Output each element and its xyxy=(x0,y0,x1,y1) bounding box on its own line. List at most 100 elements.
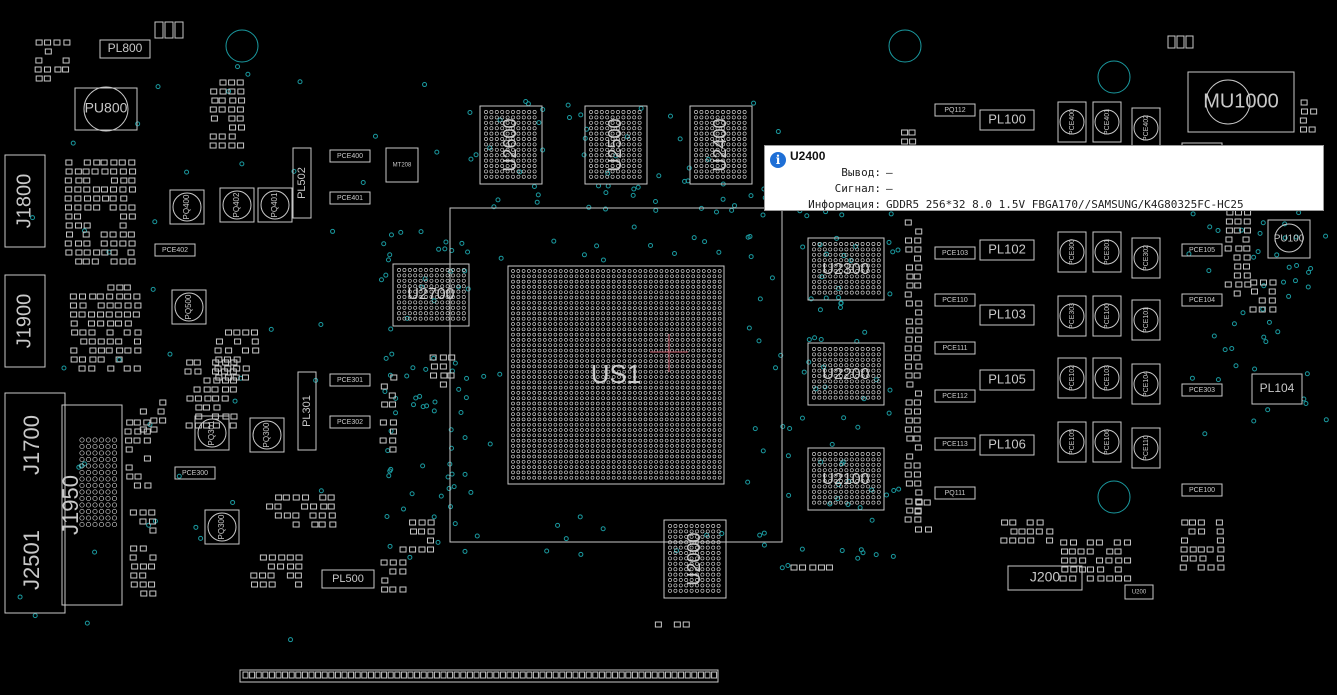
bga-ball xyxy=(606,322,611,326)
bga-ball xyxy=(812,452,816,456)
smd-pad xyxy=(139,426,147,433)
bga-ball xyxy=(691,454,696,459)
via xyxy=(677,136,683,142)
bga-ball xyxy=(617,322,621,326)
via xyxy=(1189,375,1195,381)
bga-ball xyxy=(648,290,653,295)
bga-ball xyxy=(701,269,706,273)
bga-ball xyxy=(822,395,827,400)
bga-ball xyxy=(680,422,685,427)
bga-ball xyxy=(434,300,439,305)
bga-ball xyxy=(822,390,827,395)
bga-ball xyxy=(98,443,105,450)
bga-ball xyxy=(434,284,439,289)
bga-ball xyxy=(511,164,515,168)
bga-ball xyxy=(451,273,455,278)
bga-ball xyxy=(817,347,822,351)
bga-ball xyxy=(670,449,674,454)
bga-ball xyxy=(484,120,488,125)
bga-ball xyxy=(680,343,685,348)
via xyxy=(631,224,637,230)
bga-ball xyxy=(654,274,658,279)
smd-pad xyxy=(407,671,414,679)
bga-ball xyxy=(701,295,706,300)
bga-ball xyxy=(866,479,870,483)
bga-ball xyxy=(542,412,547,416)
smd-pad xyxy=(1185,35,1194,49)
bga-ball xyxy=(675,316,680,321)
bga-ball xyxy=(664,369,669,374)
transistor-body xyxy=(1094,429,1120,455)
bga-ball xyxy=(712,311,717,316)
bga-ball xyxy=(871,384,876,389)
bga-ball xyxy=(670,295,674,300)
smd-pad xyxy=(913,462,921,469)
bga-ball xyxy=(680,459,685,464)
via xyxy=(410,365,416,371)
bga-ball xyxy=(654,475,658,480)
smd-pad xyxy=(1060,548,1068,555)
smd-pad xyxy=(1300,108,1308,115)
smd-pad xyxy=(218,133,226,140)
smd-pad xyxy=(123,284,131,291)
bga-ball xyxy=(684,545,689,550)
bga-ball xyxy=(553,385,558,390)
memory-chip-label: U2100 xyxy=(822,471,869,488)
bga-ball xyxy=(691,359,696,363)
bga-ball xyxy=(489,169,494,174)
bga-ball xyxy=(855,247,860,252)
bga-ball xyxy=(85,482,92,489)
smd-pad xyxy=(54,66,62,73)
bga-ball xyxy=(717,391,722,395)
bga-ball xyxy=(633,444,637,448)
bga-ball xyxy=(611,269,616,273)
bga-ball xyxy=(664,422,669,427)
smd-pad xyxy=(228,88,236,95)
bga-ball xyxy=(505,137,510,141)
bga-ball xyxy=(876,479,881,483)
bga-ball xyxy=(601,274,605,279)
bga-ball xyxy=(548,327,552,332)
smd-pad xyxy=(1243,272,1251,279)
bga-ball xyxy=(610,137,615,141)
bga-ball xyxy=(622,417,627,422)
via xyxy=(230,499,236,505)
bga-ball xyxy=(643,348,648,353)
via xyxy=(873,552,879,558)
via xyxy=(785,562,791,568)
bga-ball xyxy=(580,406,584,411)
bga-ball xyxy=(413,300,418,305)
smd-pad xyxy=(598,671,605,679)
bga-ball xyxy=(707,444,711,448)
bga-ball xyxy=(585,311,590,316)
bga-ball xyxy=(632,153,637,158)
bga-ball xyxy=(574,385,579,390)
via xyxy=(884,492,890,498)
bga-ball xyxy=(574,306,579,310)
capacitor-label-box xyxy=(934,437,976,451)
via xyxy=(1305,284,1311,290)
bga-ball xyxy=(585,269,590,273)
smd-pad xyxy=(901,129,909,136)
bga-ball xyxy=(616,147,620,152)
bga-ball xyxy=(594,169,599,174)
smd-pad xyxy=(605,671,612,679)
bga-ball xyxy=(532,169,537,174)
bga-ball xyxy=(516,269,521,273)
bga-ball xyxy=(574,401,579,406)
bga-ball xyxy=(632,164,637,168)
bga-ball xyxy=(844,390,849,395)
bga-ball xyxy=(680,295,685,300)
bga-ball xyxy=(532,422,537,427)
via xyxy=(436,246,442,252)
smd-pad xyxy=(74,213,82,220)
bga-ball xyxy=(691,459,696,464)
bga-ball xyxy=(686,353,690,358)
bga-ball xyxy=(659,422,664,427)
ic-outline xyxy=(1124,584,1154,600)
smd-pad xyxy=(115,338,123,345)
bga-ball xyxy=(590,417,595,422)
smd-pad xyxy=(1259,279,1267,286)
bga-ball xyxy=(710,153,715,158)
